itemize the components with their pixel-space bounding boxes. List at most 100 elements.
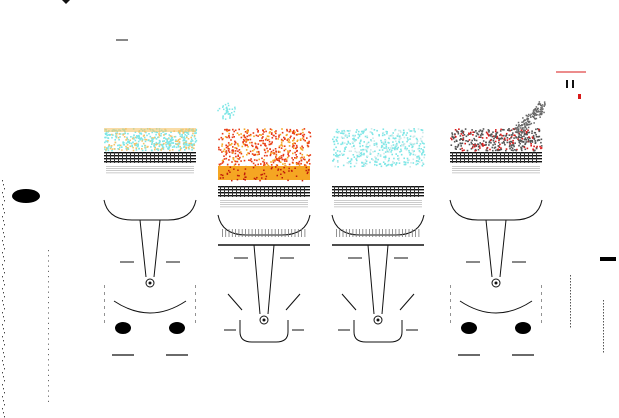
gas-particle [251, 153, 254, 155]
gas-particle [464, 142, 466, 145]
gas-particle [306, 144, 309, 147]
gas-particle [498, 138, 501, 140]
gas-particle [125, 142, 128, 145]
gas-particle [420, 159, 423, 162]
gas-particle [523, 146, 526, 149]
exhaust-plume-particle [537, 111, 539, 113]
left-edge-tick [3, 256, 4, 258]
piston-ring-tick [528, 152, 529, 163]
gas-particle [452, 136, 454, 138]
gas-particle [104, 136, 106, 139]
piston-ring-tick [394, 186, 395, 197]
gas-particle [496, 136, 498, 139]
bowl-hatch [251, 229, 253, 237]
gas-particle [358, 135, 361, 138]
gas-particle [473, 131, 476, 133]
left-edge-tick [2, 300, 3, 302]
right-column-tick [570, 290, 571, 292]
gas-particle [104, 146, 106, 148]
left-edge-tick [2, 396, 3, 398]
gas-particle [349, 160, 352, 162]
exhaust-plume-particle [520, 134, 522, 136]
gas-particle [374, 143, 376, 145]
gas-particle [416, 157, 418, 159]
gas-particle [240, 151, 242, 153]
gas-particle [240, 152, 243, 155]
right-column-tick [570, 293, 571, 295]
gas-particle [158, 145, 161, 148]
gas-particle [151, 138, 153, 141]
gas-particle [474, 139, 476, 141]
gas-particle [486, 133, 489, 135]
exhaust-plume-particle [524, 122, 526, 125]
crank-pin-center [376, 318, 380, 322]
gas-particle [421, 164, 424, 167]
piston-ring-tick [358, 186, 359, 197]
gas-particle [193, 144, 196, 146]
gas-particle [274, 158, 276, 161]
gas-particle [422, 162, 424, 164]
gas-particle [391, 147, 394, 149]
gas-particle [369, 161, 371, 164]
gas-particle [423, 142, 425, 145]
gas-particle [485, 144, 487, 146]
gas-particle [508, 145, 511, 148]
gas-particle [534, 149, 536, 152]
bowl-hatch [222, 229, 223, 237]
left-edge-tick [2, 324, 3, 326]
piston-ring-tick [134, 152, 135, 163]
gas-particle [275, 156, 277, 158]
gas-particle [270, 152, 272, 154]
gas-particle [336, 160, 339, 162]
gas-particle [257, 131, 259, 133]
exhaust-plume-particle [517, 131, 520, 133]
gas-particle [225, 152, 228, 154]
piston-ring-tick [402, 186, 403, 197]
bowl-hatch [345, 229, 347, 237]
gas-particle [534, 140, 536, 142]
gas-particle [222, 150, 225, 152]
gas-particle [423, 156, 425, 159]
left-edge-tick [2, 312, 3, 314]
gas-particle [512, 128, 515, 130]
gas-particle [134, 136, 136, 139]
gas-particle [364, 135, 367, 138]
gas-particle [510, 144, 513, 146]
side-dash-left [104, 299, 105, 302]
gas-particle [141, 149, 144, 152]
gas-particle [183, 136, 186, 138]
connecting-rod-left [139, 219, 147, 278]
bowl-hatch [336, 229, 337, 237]
gas-particle [508, 129, 510, 132]
gas-particle [398, 159, 400, 161]
gas-particle [243, 159, 246, 162]
gas-particle [406, 140, 408, 143]
exhaust-plume-particle [527, 126, 530, 129]
gas-particle [413, 135, 416, 137]
gas-particle [485, 149, 488, 152]
gas-particle [348, 150, 351, 152]
gas-particle [308, 163, 311, 165]
gas-particle [274, 160, 276, 162]
gas-particle [293, 129, 295, 132]
gas-particle [280, 155, 283, 157]
gas-particle [388, 151, 390, 153]
crank-pin [145, 278, 155, 288]
gas-particle [234, 140, 236, 143]
exhaust-plume-particle [524, 125, 526, 128]
gas-particle [269, 143, 272, 145]
left-column-tick [48, 265, 49, 267]
gas-particle [175, 146, 178, 149]
gas-particle [113, 148, 116, 150]
gas-particle [291, 161, 294, 164]
gas-particle [292, 144, 294, 147]
gas-particle [353, 135, 356, 137]
gas-particle [408, 159, 410, 161]
hot-particle [305, 166, 308, 169]
gas-particle [359, 155, 362, 157]
piston-ring-tick [496, 152, 497, 163]
gas-particle [220, 136, 223, 139]
gas-particle [122, 143, 125, 146]
gas-particle [337, 166, 339, 168]
gas-particle [304, 139, 306, 142]
